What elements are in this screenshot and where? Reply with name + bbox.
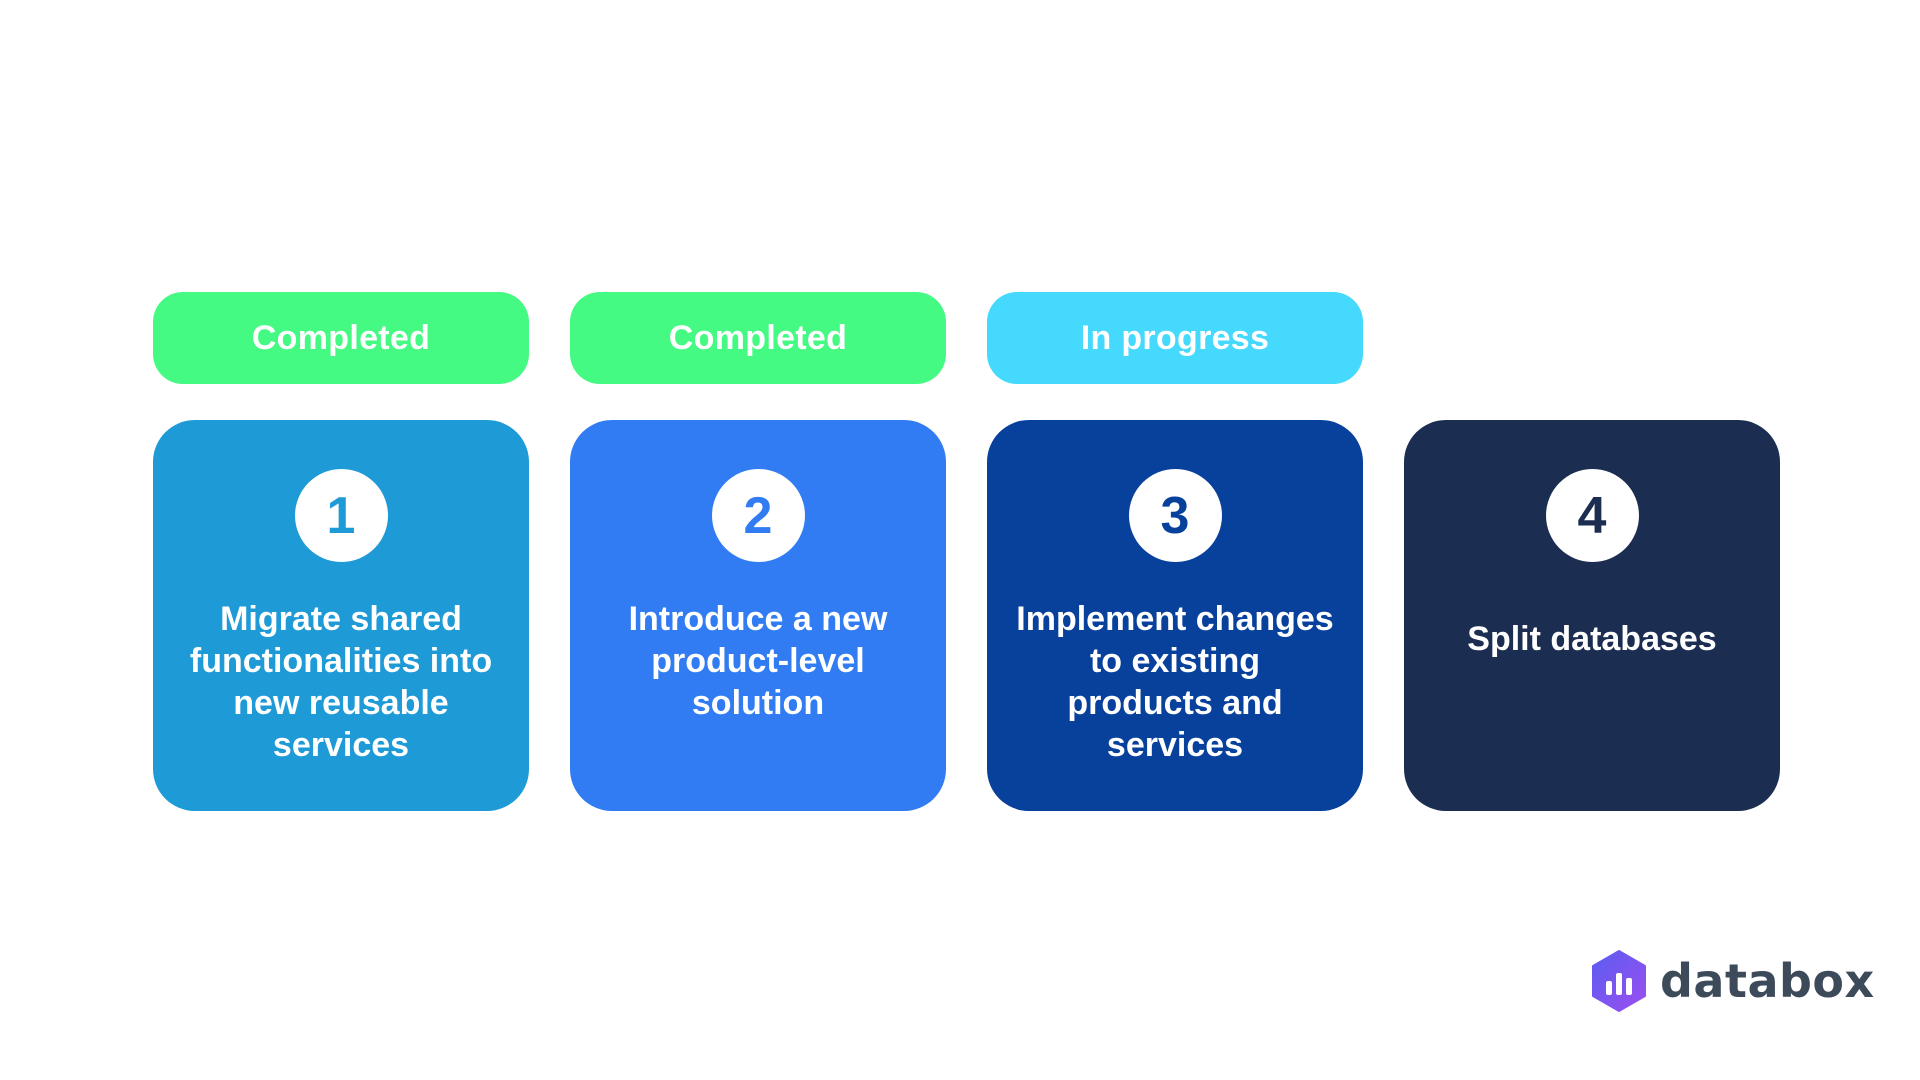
status-badge: In progress — [987, 292, 1363, 384]
status-badge: Completed — [570, 292, 946, 384]
status-badge-empty — [1404, 292, 1780, 384]
step-card: 3 Implement changes to existing products… — [987, 420, 1363, 811]
step-card: 2 Introduce a new product-level solution — [570, 420, 946, 811]
step-description: Split databases — [1467, 620, 1717, 658]
step-column-4: 4 Split databases — [1404, 292, 1780, 811]
step-column-3: In progress 3 Implement changes to exist… — [987, 292, 1363, 811]
step-column-2: Completed 2 Introduce a new product-leve… — [570, 292, 946, 811]
step-number: 4 — [1545, 469, 1639, 562]
step-description: Implement changes to existing products a… — [1016, 600, 1334, 764]
databox-hexagon-bar-icon — [1592, 950, 1646, 1012]
step-description: Migrate shared functionalities into new … — [189, 600, 493, 764]
logo-wordmark: databox — [1660, 954, 1875, 1008]
step-card: 1 Migrate shared functionalities into ne… — [153, 420, 529, 811]
step-card: 4 Split databases — [1404, 420, 1780, 811]
step-number: 3 — [1128, 469, 1222, 562]
step-number: 1 — [294, 469, 388, 562]
status-badge: Completed — [153, 292, 529, 384]
step-column-1: Completed 1 Migrate shared functionaliti… — [153, 292, 529, 811]
step-number: 2 — [711, 469, 805, 562]
step-description: Introduce a new product-level solution — [628, 600, 888, 722]
databox-logo: databox — [1590, 948, 1875, 1014]
